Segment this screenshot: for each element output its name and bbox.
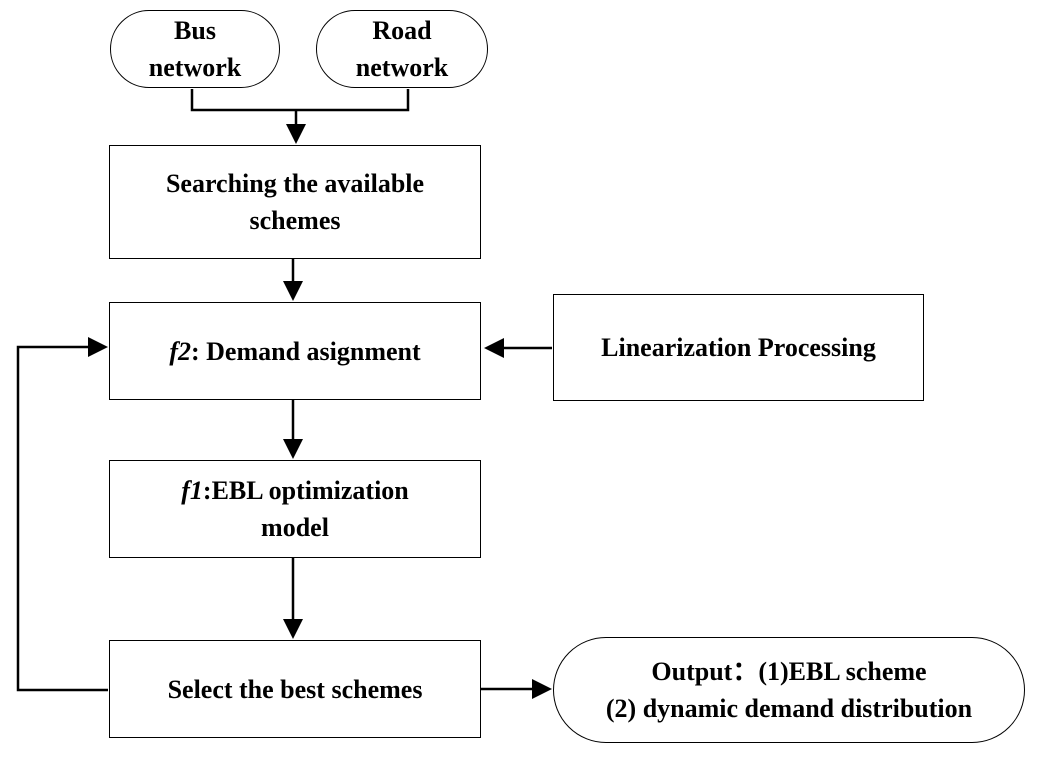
output-line2: (2) dynamic demand distribution <box>605 694 973 723</box>
edge-road-to-search <box>296 89 410 112</box>
output-line1: Output：(1)EBL scheme <box>651 657 927 686</box>
demand-function-name: f2 <box>169 336 191 366</box>
edge-bus-to-search <box>190 89 296 112</box>
linear-text: Linearization Processing <box>601 333 876 362</box>
arrowhead-search-to-demand <box>283 281 303 301</box>
arrowhead-ebl-to-select <box>283 619 303 639</box>
ebl-line1: f1:EBL optimization <box>181 472 409 509</box>
search-line1: Searching the available <box>165 169 425 198</box>
node-road-network: Road network <box>316 10 488 88</box>
ebl-text1: :EBL optimization <box>202 476 409 505</box>
arrowhead-select-to-output <box>532 679 552 699</box>
select-text: Select the best schemes <box>167 674 423 704</box>
arrowhead-demand-to-ebl <box>283 439 303 459</box>
node-bus-network: Bus network <box>110 10 280 88</box>
ebl-line2: model <box>261 513 329 542</box>
arrowhead-linear-to-demand <box>484 338 504 358</box>
node-ebl-optimization: f1:EBL optimization model <box>109 460 481 558</box>
search-line2: schemes <box>249 206 341 235</box>
node-demand-assignment: f2: Demand asignment <box>109 302 481 400</box>
bus-line2: network <box>148 53 242 82</box>
arrowhead-merge-to-search <box>286 124 306 144</box>
node-searching-schemes: Searching the available schemes <box>109 145 481 259</box>
edge-select-feedback-to-demand <box>16 345 108 692</box>
ebl-function-name: f1 <box>181 476 203 505</box>
demand-text: : Demand asignment <box>191 336 421 366</box>
arrowhead-feedback-to-demand <box>88 337 108 357</box>
road-line1: Road <box>372 16 432 45</box>
road-line2: network <box>355 53 449 82</box>
node-output: Output：(1)EBL scheme (2) dynamic demand … <box>553 637 1025 743</box>
demand-label: f2: Demand asignment <box>169 333 420 370</box>
node-linearization-processing: Linearization Processing <box>553 294 924 401</box>
bus-line1: Bus <box>174 16 216 45</box>
node-select-best-schemes: Select the best schemes <box>109 640 481 738</box>
